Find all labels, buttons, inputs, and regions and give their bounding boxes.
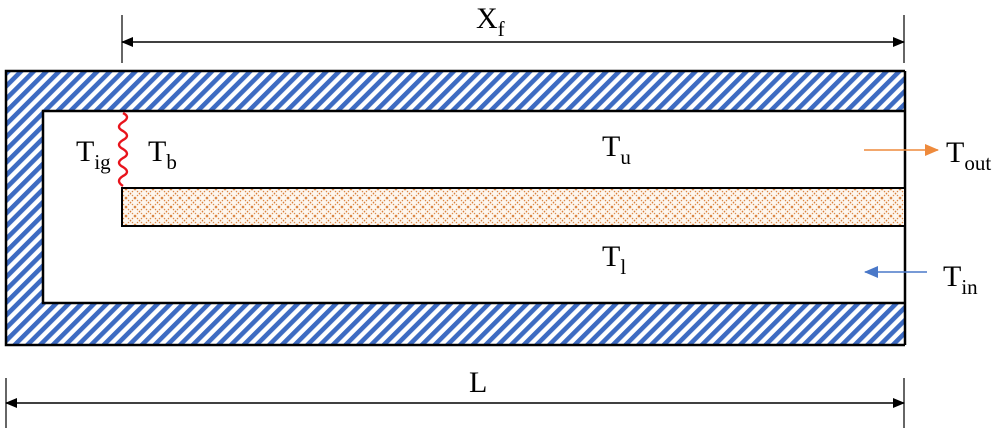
flame-front-squiggle <box>117 111 129 188</box>
label-t-b: Tb <box>148 135 177 174</box>
label-t-u: Tu <box>602 130 631 169</box>
label-xf: Xf <box>476 2 505 41</box>
label-t-out: Tout <box>946 136 991 175</box>
label-t-l: Tl <box>602 240 626 279</box>
label-t-in: Tin <box>943 260 978 299</box>
label-t-ig: Tig <box>76 135 111 174</box>
wall-outer-outline <box>4 69 905 347</box>
insulated-wall <box>6 71 905 345</box>
fuel-sample <box>121 187 906 227</box>
wall-inner-outline <box>41 109 905 305</box>
label-length: L <box>469 366 487 399</box>
